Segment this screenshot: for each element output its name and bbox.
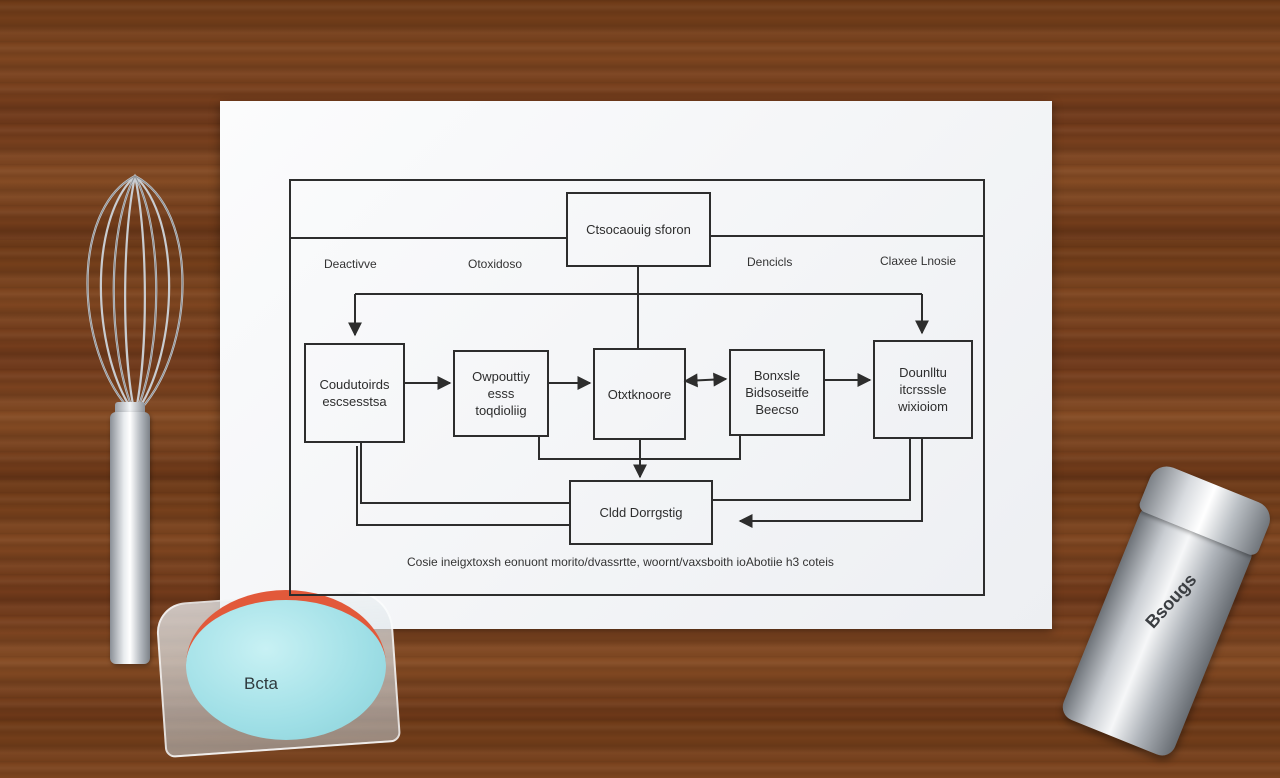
connector-2-4 [538, 435, 741, 460]
column-label-1: Deactivve [324, 257, 377, 271]
node-6-label: Cldd Dorrgstig [599, 505, 683, 520]
node-5-label: Dounlltu itcrsssle wixioiom [898, 365, 948, 414]
node-3-label: Otxtknoore [607, 386, 672, 402]
column-label-2: Otoxidoso [468, 257, 523, 271]
salt-shaker: Bsougs [1029, 440, 1280, 760]
node-2-label: Owpouttiy esss toqdioliig [472, 369, 530, 418]
header-box-label: Ctsocaouig sforon [586, 222, 691, 237]
outer-frame [289, 179, 985, 596]
node-4-box [729, 349, 825, 436]
whisk-wires [86, 173, 184, 411]
node-2-box [453, 350, 549, 437]
column-label-4: Claxee Lnosie [880, 254, 957, 268]
loop-left-inner [360, 442, 570, 504]
wooden-table: Ctsocaouig sforon Deactivve Otoxidoso De… [70, 101, 1276, 760]
node-6-box [569, 480, 713, 545]
cup-lid [186, 590, 386, 740]
loop-right-outer [738, 438, 923, 528]
diagram-caption: Cosie ineigxtoxsh eonuont morito/dvassrt… [407, 555, 834, 569]
column-label-3: Dencicls [747, 255, 793, 269]
whisk-handle [110, 412, 150, 664]
loop-right-inner [712, 438, 911, 501]
paper-sheet: Ctsocaouig sforon Deactivve Otoxidoso De… [220, 101, 1052, 629]
measuring-cup: Bcta [154, 587, 402, 759]
node-1-box [304, 343, 405, 443]
node-4-label: Bonxsle Bidsoseitfe Beecso [745, 368, 809, 417]
loop-left-outer [356, 446, 570, 526]
flowchart [289, 179, 985, 596]
arrow-3-4 [683, 372, 728, 388]
whisk [70, 170, 200, 670]
cup-label: Bcta [244, 674, 279, 693]
node-1-label: Coudutoirds escsesstsa [319, 377, 390, 409]
